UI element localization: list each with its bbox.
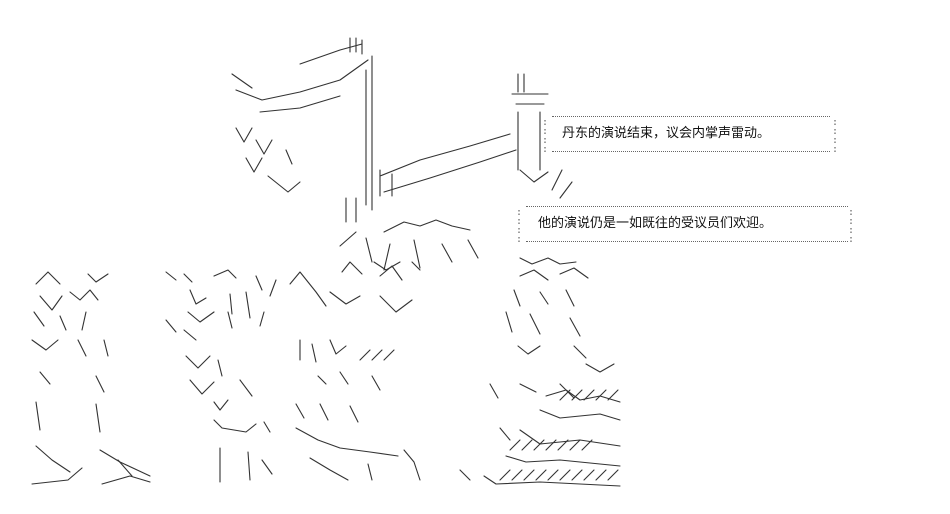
second-raised-arm [379, 73, 573, 199]
shading-hatch [359, 349, 619, 481]
caption-box-1-left-border: : : : : [542, 117, 549, 155]
caption-box-1-right-border: : : : : [832, 117, 839, 155]
central-body [295, 261, 421, 481]
caption-box-1 [552, 116, 830, 152]
caption-box-2-right-border: : : : : [848, 207, 855, 245]
caption-line-1: 丹东的演说结束，议会内掌声雷动。 [562, 126, 771, 141]
raised-arm-figure [231, 37, 373, 211]
middle-left-figure [165, 269, 327, 483]
left-crowd-figure [31, 271, 151, 485]
caption-box-2-left-border: : : : : [516, 207, 523, 245]
central-head [339, 197, 479, 271]
caption-box-2 [526, 206, 848, 242]
caption-line-2: 他的演说仍是一如既往的受议员们欢迎。 [538, 216, 773, 231]
right-crowd-figure [459, 257, 621, 487]
